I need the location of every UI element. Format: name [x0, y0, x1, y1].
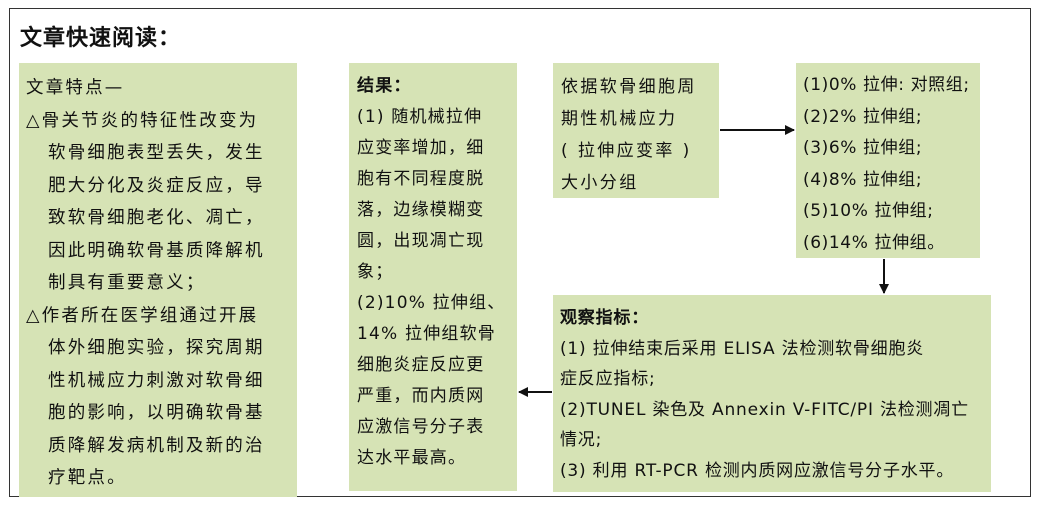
- indicators-line: (3) 利用 RT-PCR 检测内质网应激信号分子水平。: [560, 460, 955, 481]
- features-line: 软骨细胞表型丢失，发生: [48, 143, 265, 163]
- diagram-heading: 文章快速阅读：: [20, 26, 182, 51]
- results-title: 结果：: [357, 76, 412, 96]
- results-line: 应激信号分子表: [357, 417, 485, 437]
- results-line: 象；: [357, 262, 394, 282]
- results-line: 14% 拉伸组软骨: [357, 324, 496, 344]
- results-line: 胞有不同程度脱: [357, 169, 485, 189]
- results-line: 圆，出现凋亡现: [357, 231, 485, 251]
- features-line: 疗靶点。: [48, 468, 127, 488]
- group-item: (2)2% 拉伸组;: [803, 106, 923, 127]
- features-line: 肥大分化及炎症反应，导: [48, 175, 265, 196]
- indicators-title: 观察指标：: [560, 308, 649, 328]
- indicators-line: 情况;: [560, 430, 603, 450]
- grouping-basis-box: 依据软骨细胞周 期性机械应力 ( 拉伸应变率 ) 大小分组: [553, 63, 719, 198]
- grouping-basis-line: 期性机械应力: [561, 109, 678, 129]
- grouping-basis-line: ( 拉伸应变率 ): [561, 141, 692, 161]
- results-line: 严重，而内质网: [357, 386, 485, 406]
- features-line: 因此明确软骨基质降解机: [48, 240, 265, 261]
- results-line: 落，边缘模糊变: [357, 200, 485, 220]
- group-item: (5)10% 拉伸组;: [803, 201, 934, 221]
- features-line: 质降解发病机制及新的治: [48, 435, 265, 456]
- features-line: 体外细胞实验，探究周期: [48, 338, 265, 358]
- results-line: (1) 随机械拉伸: [357, 107, 483, 127]
- features-title: 文章特点—: [26, 78, 125, 98]
- features-box: 文章特点— △骨关节炎的特征性改变为 软骨细胞表型丢失，发生 肥大分化及炎症反应…: [19, 63, 297, 497]
- results-line: (2)10% 拉伸组、: [357, 293, 506, 313]
- group-item: (1)0% 拉伸: 对照组;: [803, 75, 970, 95]
- results-line: 达水平最高。: [357, 448, 467, 468]
- features-line: 制具有重要意义；: [48, 273, 206, 293]
- group-item: (4)8% 拉伸组;: [803, 169, 923, 190]
- grouping-basis-line: 依据软骨细胞周: [561, 77, 697, 97]
- results-line: 细胞炎症反应更: [357, 355, 485, 375]
- results-line: 应变率增加，细: [357, 138, 485, 158]
- indicators-box: 观察指标： (1) 拉伸结束后采用 ELISA 法检测软骨细胞炎 症反应指标; …: [553, 295, 991, 492]
- indicators-line: (2)TUNEL 染色及 Annexin V-FITC/PI 法检测凋亡: [560, 399, 969, 420]
- features-line: △骨关节炎的特征性改变为: [26, 110, 259, 131]
- group-item: (3)6% 拉伸组;: [803, 138, 923, 158]
- features-line: △作者所在医学组通过开展: [26, 305, 259, 326]
- results-box: 结果： (1) 随机械拉伸 应变率增加，细 胞有不同程度脱 落，边缘模糊变 圆，…: [349, 63, 517, 491]
- features-line: 性机械应力刺激对软骨细: [48, 370, 265, 391]
- indicators-line: (1) 拉伸结束后采用 ELISA 法检测软骨细胞炎: [560, 338, 925, 359]
- groups-box: (1)0% 拉伸: 对照组; (2)2% 拉伸组; (3)6% 拉伸组; (4)…: [796, 63, 980, 258]
- grouping-basis-line: 大小分组: [561, 173, 639, 193]
- group-item: (6)14% 拉伸组。: [803, 232, 945, 253]
- indicators-line: 症反应指标;: [560, 369, 656, 389]
- features-line: 胞的影响，以明确软骨基: [48, 403, 265, 423]
- features-line: 致软骨细胞老化、凋亡，: [48, 208, 265, 228]
